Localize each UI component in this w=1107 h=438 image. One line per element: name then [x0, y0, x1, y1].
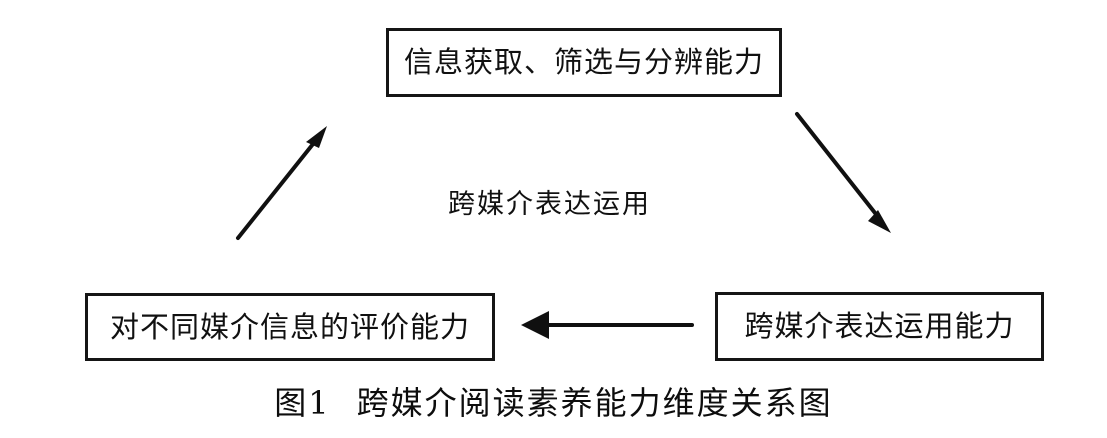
- node-info-acquisition-label: 信息获取、筛选与分辨能力: [403, 45, 764, 79]
- arrow-top-to-bottom-right: [795, 112, 891, 233]
- arrow-bottom-right-to-bottom-left: [521, 311, 694, 339]
- figure-caption: 图1 跨媒介阅读素养能力维度关系图: [0, 378, 1107, 424]
- node-evaluation-ability-label: 对不同媒介信息的评价能力: [109, 309, 470, 344]
- node-info-acquisition[interactable]: 信息获取、筛选与分辨能力: [386, 28, 782, 97]
- center-annotation-label: 跨媒介表达运用: [448, 189, 651, 220]
- figure-caption-number: 图1: [274, 384, 331, 422]
- figure-caption-title: 跨媒介阅读素养能力维度关系图: [356, 384, 833, 422]
- arrow-bottom-left-to-top: [236, 126, 327, 240]
- node-evaluation-ability[interactable]: 对不同媒介信息的评价能力: [85, 293, 495, 361]
- node-cross-media-expression-ability-label: 跨媒介表达运用能力: [744, 309, 1015, 343]
- node-cross-media-expression-ability[interactable]: 跨媒介表达运用能力: [715, 292, 1044, 361]
